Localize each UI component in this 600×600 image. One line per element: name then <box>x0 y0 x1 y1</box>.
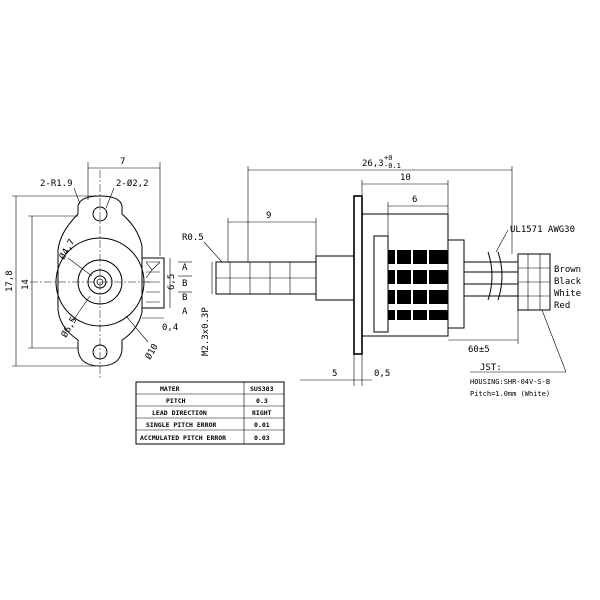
cable-spec-label: UL1571 AWG30 <box>510 225 575 235</box>
dim-boss-leader <box>67 257 93 277</box>
bearing-plate <box>373 235 389 333</box>
front-view: 7 2-R1.9 2-Ø2,2 17,8 14 Ø4,7 Ø6,5 Ø10 6,… <box>5 157 192 380</box>
dim-ear-radius-label: 2-R1.9 <box>40 179 73 189</box>
shaft-collar <box>315 255 355 301</box>
wire-color-red: Red <box>554 301 570 311</box>
dim-radius-leader <box>203 241 223 263</box>
front-flange-outline <box>57 195 143 367</box>
dim-outer-dia-label: Ø10 <box>143 342 161 362</box>
coil-band-2 <box>388 270 448 284</box>
wire-color-white: White <box>554 289 581 299</box>
spec-row-accum-error-label: ACCMULATED PITCH ERROR <box>140 434 226 442</box>
spec-row-material-label: MATER <box>160 385 180 393</box>
dim-lead-len-label: 60±5 <box>468 345 490 355</box>
dim-terminal-gap-label: 0,4 <box>162 323 178 333</box>
flange-plate <box>353 195 363 355</box>
coil-separators <box>395 250 429 320</box>
connector-title: JST: <box>480 363 502 373</box>
dim-body-dia-leader <box>71 295 91 323</box>
dim-height-body-label: 14 <box>21 279 31 290</box>
spec-row-material-value: SUS303 <box>250 385 274 393</box>
dim-width-label: 7 <box>120 157 125 167</box>
spec-table-frame <box>135 381 285 445</box>
connector-housing: HOUSING:SHR-04V-S-B <box>470 378 550 386</box>
dim-radius-label: R0.5 <box>182 233 204 243</box>
wire-break-marks <box>487 251 503 301</box>
wire-color-brown: Brown <box>554 265 581 275</box>
spec-row-lead-value: RIGHT <box>252 409 272 417</box>
dim-terminal-span-label: 6,5 <box>167 274 177 290</box>
spec-row-single-error-label: SINGLE PITCH ERROR <box>146 421 217 429</box>
terminal-pin-detail <box>145 261 161 279</box>
connector-pitch: Pitch=1.0mm (White) <box>470 390 550 398</box>
dim-flange-thk-label: 0,5 <box>374 369 390 379</box>
phase-label-2: B <box>182 279 187 289</box>
connector-note: JST: HOUSING:SHR-04V-S-B Pitch=1.0mm (Wh… <box>470 309 567 398</box>
top-mount-hole <box>92 206 108 222</box>
wire-color-black: Black <box>554 277 582 287</box>
coil-band-4 <box>388 310 448 320</box>
spec-row-lead-label: LEAD DIRECTION <box>152 409 207 417</box>
terminal-pins <box>146 261 160 303</box>
dim-body-len-label: 10 <box>400 173 411 183</box>
phase-label-1: A <box>182 263 188 273</box>
spec-table: MATER SUS303 PITCH 0.3 LEAD DIRECTION RI… <box>135 381 285 445</box>
dim-holes-leader <box>105 187 115 209</box>
dim-overall-tol-upper: +0 <box>384 154 392 162</box>
jst-connector-slots <box>518 254 550 310</box>
spec-row-single-error-value: 0.01 <box>254 421 270 429</box>
spec-row-pitch-label: PITCH <box>166 397 186 405</box>
spec-row-accum-error-value: 0.03 <box>254 434 270 442</box>
dim-thread-label: M2.3x0.3P <box>201 307 211 356</box>
shaft-thread-marks <box>229 262 291 294</box>
coil-windings <box>388 250 448 320</box>
coil-band-3 <box>388 290 448 304</box>
dim-overall-label: 26,3 <box>362 159 384 169</box>
dim-overall-tol-lower: -0.1 <box>384 162 401 170</box>
dim-coil-len-label: 6 <box>412 195 417 205</box>
phase-label-3: B <box>182 293 187 303</box>
side-view: Brown Black White Red UL1571 AWG30 26,3 … <box>182 154 582 386</box>
cable-spec-leader <box>495 229 509 253</box>
dim-height-total-label: 17,8 <box>5 270 15 292</box>
spec-row-pitch-value: 0.3 <box>256 397 268 405</box>
coil-band-1 <box>388 250 448 264</box>
dim-flange-len-label: 5 <box>332 369 337 379</box>
phase-label-4: A <box>182 307 188 317</box>
dim-shaft-len-label: 9 <box>266 211 271 221</box>
terminal-block <box>141 257 165 309</box>
dim-outer-dia-leader <box>125 315 149 343</box>
rear-plate <box>447 239 465 329</box>
connector-note-leader <box>541 309 567 373</box>
dim-holes-label: 2-Ø2,2 <box>116 178 149 189</box>
